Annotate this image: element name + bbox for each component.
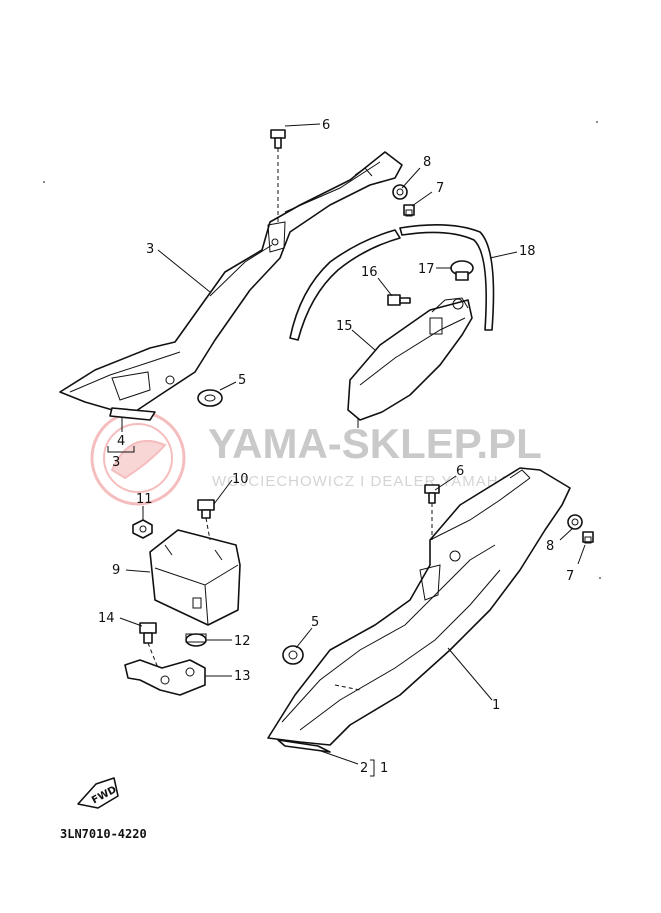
callout-16: 16	[361, 265, 378, 280]
watermark-subtitle: WOJCIECHOWICZ I DEALER YAMAHA	[212, 473, 510, 490]
part-8-hole-lower	[571, 518, 579, 526]
callout-labels: 6 8 7 3 5 18 17 16 15 4 3 6 8 7 5 1 2 1 …	[98, 118, 574, 776]
part-14-bolt	[139, 622, 159, 669]
part-1-side-cover-lower	[267, 467, 571, 746]
part-16-bolt	[387, 294, 411, 306]
callout-2: 2	[360, 761, 368, 776]
watermark-logo	[90, 410, 186, 506]
part-7-collar-upper	[403, 204, 415, 217]
part-10-bolt	[197, 499, 215, 541]
callout-6-lower: 6	[456, 464, 464, 479]
part-11-nut	[132, 519, 153, 539]
part-6-bolt-upper	[270, 129, 286, 225]
part-8-grommet-lower	[567, 514, 583, 530]
part-5-grommet-lower	[282, 645, 304, 665]
scan-dot	[43, 181, 45, 183]
part-8-grommet-upper	[392, 184, 408, 200]
scan-dot	[596, 121, 598, 123]
callout-15: 15	[336, 319, 353, 334]
callout-6-upper: 6	[322, 118, 330, 133]
part-17-cap	[450, 260, 474, 281]
fwd-arrow-icon: FWD	[77, 777, 119, 809]
part-18-breather-hose-b	[399, 224, 495, 331]
part-18-breather-hose	[289, 229, 401, 341]
callout-17: 17	[418, 262, 435, 277]
callout-8-upper: 8	[423, 155, 431, 170]
callout-13: 13	[234, 669, 251, 684]
callout-3-upper: 3	[146, 242, 154, 257]
figure-code: 3LN7010-4220	[60, 827, 147, 841]
group-bracket-4-3	[107, 446, 135, 453]
callout-14: 14	[98, 611, 115, 626]
callout-10: 10	[232, 472, 249, 487]
part-3-side-cover-upper	[59, 151, 403, 416]
callout-7-lower: 7	[566, 569, 574, 584]
callout-1-group: 1	[380, 761, 388, 776]
callout-18: 18	[519, 244, 536, 259]
callout-11: 11	[136, 492, 153, 507]
callout-8-lower: 8	[546, 539, 554, 554]
callout-3-lower: 3	[112, 455, 120, 470]
part-4-trim-strip	[109, 407, 156, 421]
group-bracket-2-1	[370, 759, 375, 777]
callout-9: 9	[112, 563, 120, 578]
leader-lines	[119, 123, 586, 765]
callout-5-lower: 5	[311, 615, 319, 630]
part-2-trim-strip	[277, 739, 331, 753]
part-7-collar-lower	[582, 531, 594, 544]
callout-4: 4	[117, 434, 125, 449]
part-15-reservoir-tank	[347, 297, 473, 428]
callout-12: 12	[234, 634, 251, 649]
part-5-grommet-upper	[197, 389, 223, 407]
callout-1: 1	[492, 698, 500, 713]
callout-7-upper: 7	[436, 181, 444, 196]
watermark-brand: YAMA-SKLEP.PL	[208, 420, 542, 467]
part-13-bracket	[124, 659, 206, 696]
scan-dot	[599, 577, 601, 579]
callout-5-upper: 5	[238, 373, 246, 388]
part-9-battery-box	[149, 529, 241, 626]
part-6-bolt-lower	[424, 484, 440, 540]
part-8-hole-upper	[396, 188, 404, 196]
part-12-damper	[185, 633, 207, 647]
